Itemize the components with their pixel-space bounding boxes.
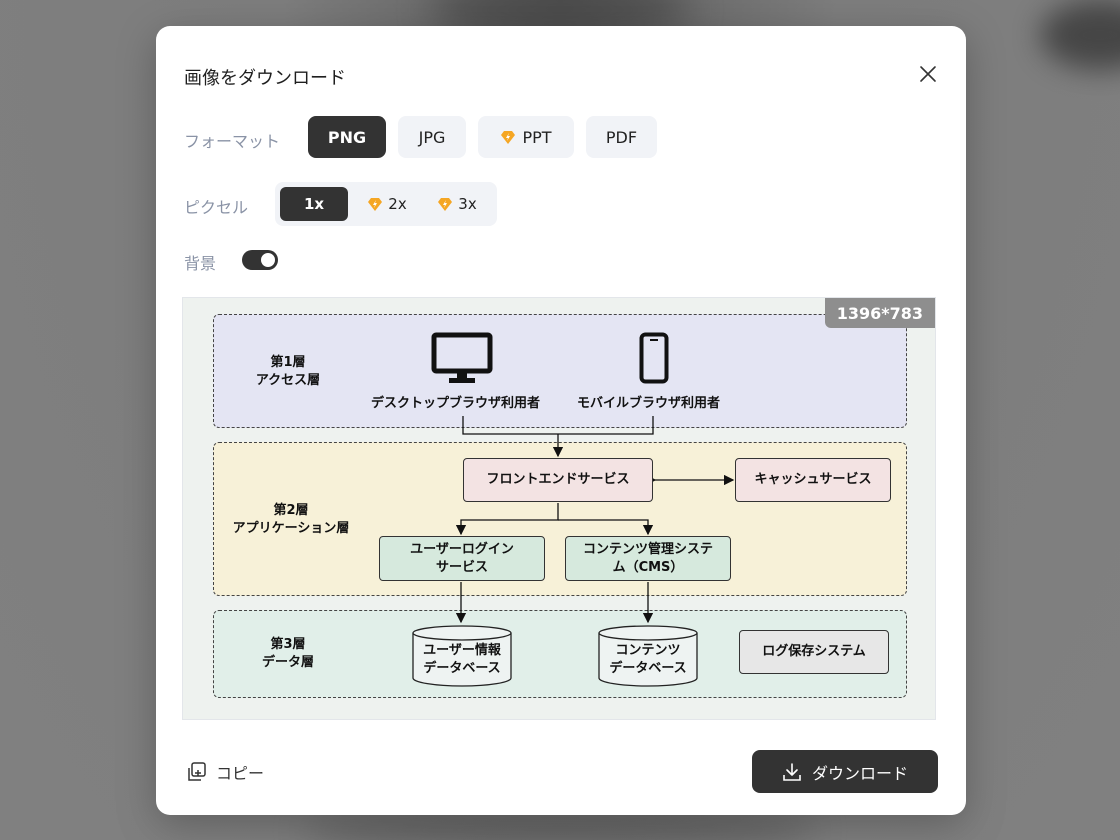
login-service-node: ユーザーログイン サービス [379, 536, 545, 581]
user-db-cylinder [412, 625, 512, 687]
pixel-1x-button[interactable]: 1x [280, 187, 348, 221]
cms-label-line1: コンテンツ管理システ [582, 541, 713, 557]
close-icon[interactable] [918, 64, 938, 84]
user-db-label-line2: データベース [423, 661, 501, 676]
mobile-user-caption: モバイルブラウザ利用者 [577, 396, 721, 411]
desktop-user-caption: デスクトップブラウザ利用者 [371, 396, 541, 411]
image-size-badge: 1396*783 [824, 298, 935, 328]
premium-gem-icon [501, 131, 516, 144]
cms-node: コンテンツ管理システ ム（CMS） [565, 536, 731, 581]
download-label: ダウンロード [811, 763, 908, 783]
toggle-knob [261, 253, 275, 267]
backdrop-shape [300, 810, 820, 840]
layer1-label-line2: アクセス層 [255, 373, 321, 388]
image-preview: 第1層 アクセス層 第2層 アプリケーション層 第3層 データ層 デスクトップブ… [182, 297, 936, 720]
download-button[interactable]: ダウンロード [752, 750, 938, 793]
download-icon [783, 762, 801, 781]
format-png-button[interactable]: PNG [308, 116, 386, 158]
log-storage-label: ログ保存システム [762, 644, 866, 659]
format-jpg-button[interactable]: JPG [398, 116, 466, 158]
pixel-2x-button[interactable]: 2x [357, 187, 417, 221]
layer2-label: 第2層 アプリケーション層 [223, 502, 359, 538]
frontend-service-node: フロントエンドサービス [463, 458, 653, 502]
content-db-label: コンテンツ データベース [597, 642, 699, 678]
diagram-connectors [455, 416, 735, 624]
pixel-1x-label: 1x [303, 195, 325, 213]
layer1-label: 第1層 アクセス層 [243, 354, 333, 390]
cms-label-line2: ム（CMS） [612, 559, 684, 575]
content-db-label-line1: コンテンツ [615, 643, 681, 658]
copy-icon [188, 762, 206, 781]
format-ppt-label: PPT [522, 127, 552, 147]
login-service-label-line1: ユーザーログイン [410, 541, 514, 557]
layer1-label-line1: 第1層 [270, 355, 306, 370]
cache-service-label: キャッシュサービス [754, 472, 872, 487]
content-db-cylinder [598, 625, 698, 687]
download-image-dialog: 画像をダウンロード フォーマット PNG JPG PPT PDF ピクセル 1x… [156, 26, 966, 815]
layer2-label-line1: 第2層 [273, 503, 309, 518]
format-pdf-label: PDF [605, 127, 638, 147]
copy-label: コピー [216, 764, 265, 783]
background-label: 背景 [184, 254, 217, 273]
copy-button[interactable]: コピー [186, 760, 264, 784]
dialog-title: 画像をダウンロード [184, 68, 346, 89]
login-service-label-line2: サービス [435, 559, 488, 575]
format-ppt-button[interactable]: PPT [478, 116, 574, 158]
layer2-label-line2: アプリケーション層 [232, 521, 350, 536]
layer3-label-line2: データ層 [261, 655, 314, 670]
background-toggle[interactable] [242, 250, 278, 270]
format-jpg-label: JPG [418, 127, 446, 147]
log-storage-node: ログ保存システム [739, 630, 889, 674]
mobile-phone-icon [639, 332, 669, 384]
format-pdf-button[interactable]: PDF [586, 116, 657, 158]
format-png-label: PNG [327, 127, 367, 147]
desktop-monitor-icon [431, 332, 493, 383]
frontend-service-label: フロントエンドサービス [486, 472, 630, 487]
content-db-label-line2: データベース [609, 661, 687, 676]
pixel-selector: 1x 2x 3x [275, 182, 497, 226]
cache-service-node: キャッシュサービス [735, 458, 891, 502]
layer3-label: 第3層 データ層 [243, 636, 333, 672]
pixel-3x-button[interactable]: 3x [427, 187, 487, 221]
user-db-label: ユーザー情報 データベース [411, 642, 513, 678]
premium-gem-icon [438, 198, 453, 211]
pixel-3x-label: 3x [458, 195, 477, 213]
format-label: フォーマット [184, 132, 281, 151]
layer3-label-line1: 第3層 [270, 637, 306, 652]
pixel-label: ピクセル [184, 198, 249, 217]
user-db-label-line1: ユーザー情報 [423, 643, 501, 658]
premium-gem-icon [368, 198, 383, 211]
access-layer-box [213, 314, 907, 428]
pixel-2x-label: 2x [388, 195, 407, 213]
